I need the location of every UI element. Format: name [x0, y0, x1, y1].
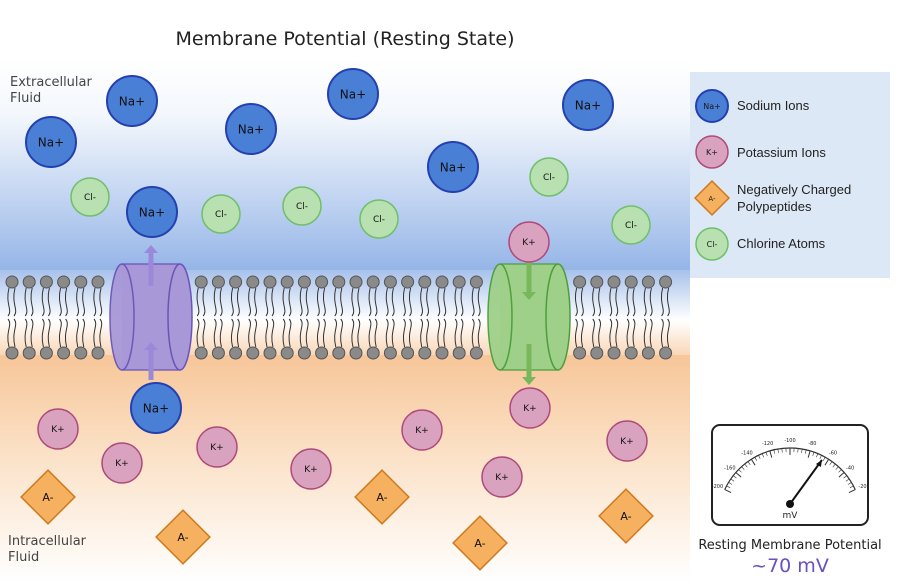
ion-label: Na+: [143, 401, 169, 415]
ion-label: Na+: [119, 94, 145, 108]
ion-label: K+: [51, 425, 64, 435]
ion-label: Na+: [575, 98, 601, 112]
legend-polypeptide-label-line2: Polypeptides: [737, 199, 812, 214]
chlorine-ion: Cl-: [283, 187, 321, 225]
sodium-ion: Na+: [131, 383, 181, 433]
ion-label: A-: [474, 537, 485, 550]
ion-label: Na+: [440, 160, 466, 174]
potassium-ion: K+: [291, 449, 331, 489]
meter-unit: mV: [783, 511, 799, 521]
potassium-ion: K+: [38, 409, 78, 449]
sodium-ion: Na+: [563, 80, 613, 130]
legend-sodium-label: Sodium Ions: [737, 98, 810, 113]
legend-polypeptide-symbol: A-: [708, 195, 716, 203]
intracellular-label: Intracellular Fluid: [8, 534, 86, 566]
meter-tick-label: -200: [712, 484, 723, 490]
ion-label: A-: [620, 510, 631, 523]
ion-label: K+: [210, 443, 223, 453]
sodium-ion: Na+: [226, 104, 276, 154]
legend-potassium-label: Potassium Ions: [737, 145, 826, 160]
extracellular-label: Extracellular Fluid: [10, 75, 92, 107]
chlorine-ion: Cl-: [612, 206, 650, 244]
potassium-ion: K+: [509, 222, 549, 262]
legend-chlorine-label: Chlorine Atoms: [737, 236, 826, 251]
legend-polypeptide-label-line1: Negatively Charged: [737, 182, 851, 197]
meter-tick-label: -140: [741, 451, 752, 457]
sodium-ion: Na+: [328, 69, 378, 119]
meter-tick-label: -100: [784, 438, 795, 444]
ion-label: Na+: [238, 122, 264, 136]
ion-label: K+: [115, 459, 128, 469]
meter-tick-label: -80: [808, 441, 816, 447]
ion-label: Cl-: [215, 210, 227, 220]
voltmeter: -200 -160 -140 -120 -100 -80 -60 -40 -20 mV: [712, 425, 868, 525]
ion-label: K+: [415, 426, 428, 436]
legend-item-potassium: K+ Potassium Ions: [696, 136, 826, 168]
ion-label: K+: [620, 437, 633, 447]
potassium-ion: K+: [102, 443, 142, 483]
sodium-ion: Na+: [107, 76, 157, 126]
potassium-ion: K+: [482, 457, 522, 497]
sodium-ion: Na+: [26, 117, 76, 167]
potassium-ion: K+: [510, 388, 550, 428]
chlorine-ion: Cl-: [202, 195, 240, 233]
meter-tick-label: -20: [858, 484, 866, 490]
meter-tick-label: -60: [829, 451, 837, 457]
sodium-ion: Na+: [428, 142, 478, 192]
chlorine-ion: Cl-: [71, 178, 109, 216]
ion-label: Cl-: [543, 173, 555, 183]
diagram-title: Membrane Potential (Resting State): [0, 28, 690, 50]
ion-label: Na+: [139, 205, 165, 219]
meter-tick-label: -120: [762, 441, 773, 447]
sodium-channel: [110, 245, 192, 380]
ion-label: A-: [376, 491, 387, 504]
ion-label: Na+: [38, 135, 64, 149]
ion-label: A-: [42, 491, 53, 504]
legend-potassium-symbol: K+: [706, 148, 718, 157]
potassium-ion: K+: [402, 410, 442, 450]
legend-chlorine-symbol: Cl-: [707, 240, 718, 249]
legend-item-chlorine: Cl- Chlorine Atoms: [696, 228, 826, 260]
meter-pivot: [786, 500, 794, 508]
ion-label: Na+: [340, 87, 366, 101]
legend-item-sodium: Na+ Sodium Ions: [696, 90, 810, 122]
potassium-channel: [488, 262, 570, 385]
ion-label: A-: [177, 531, 188, 544]
ion-label: Cl-: [84, 193, 96, 203]
ion-label: K+: [495, 473, 508, 483]
legend-panel: Na+ Sodium Ions K+ Potassium Ions A- Neg…: [690, 72, 890, 278]
chlorine-ion: Cl-: [360, 200, 398, 238]
ion-label: Cl-: [296, 202, 308, 212]
ion-label: Cl-: [373, 215, 385, 225]
sodium-ion: Na+: [127, 187, 177, 237]
meter-value: ~70 mV: [690, 555, 890, 577]
legend-item-polypeptide: A- Negatively Charged Polypeptides: [695, 181, 851, 215]
potassium-ion: K+: [197, 427, 237, 467]
ion-label: K+: [522, 238, 535, 248]
ion-label: Cl-: [625, 221, 637, 231]
ion-label: K+: [304, 465, 317, 475]
meter-tick-label: -160: [724, 465, 735, 471]
meter-caption: Resting Membrane Potential: [690, 538, 890, 553]
legend-sodium-symbol: Na+: [703, 102, 721, 111]
chlorine-ion: Cl-: [530, 158, 568, 196]
ion-label: K+: [523, 404, 536, 414]
potassium-ion: K+: [607, 421, 647, 461]
meter-tick-label: -40: [846, 465, 854, 471]
